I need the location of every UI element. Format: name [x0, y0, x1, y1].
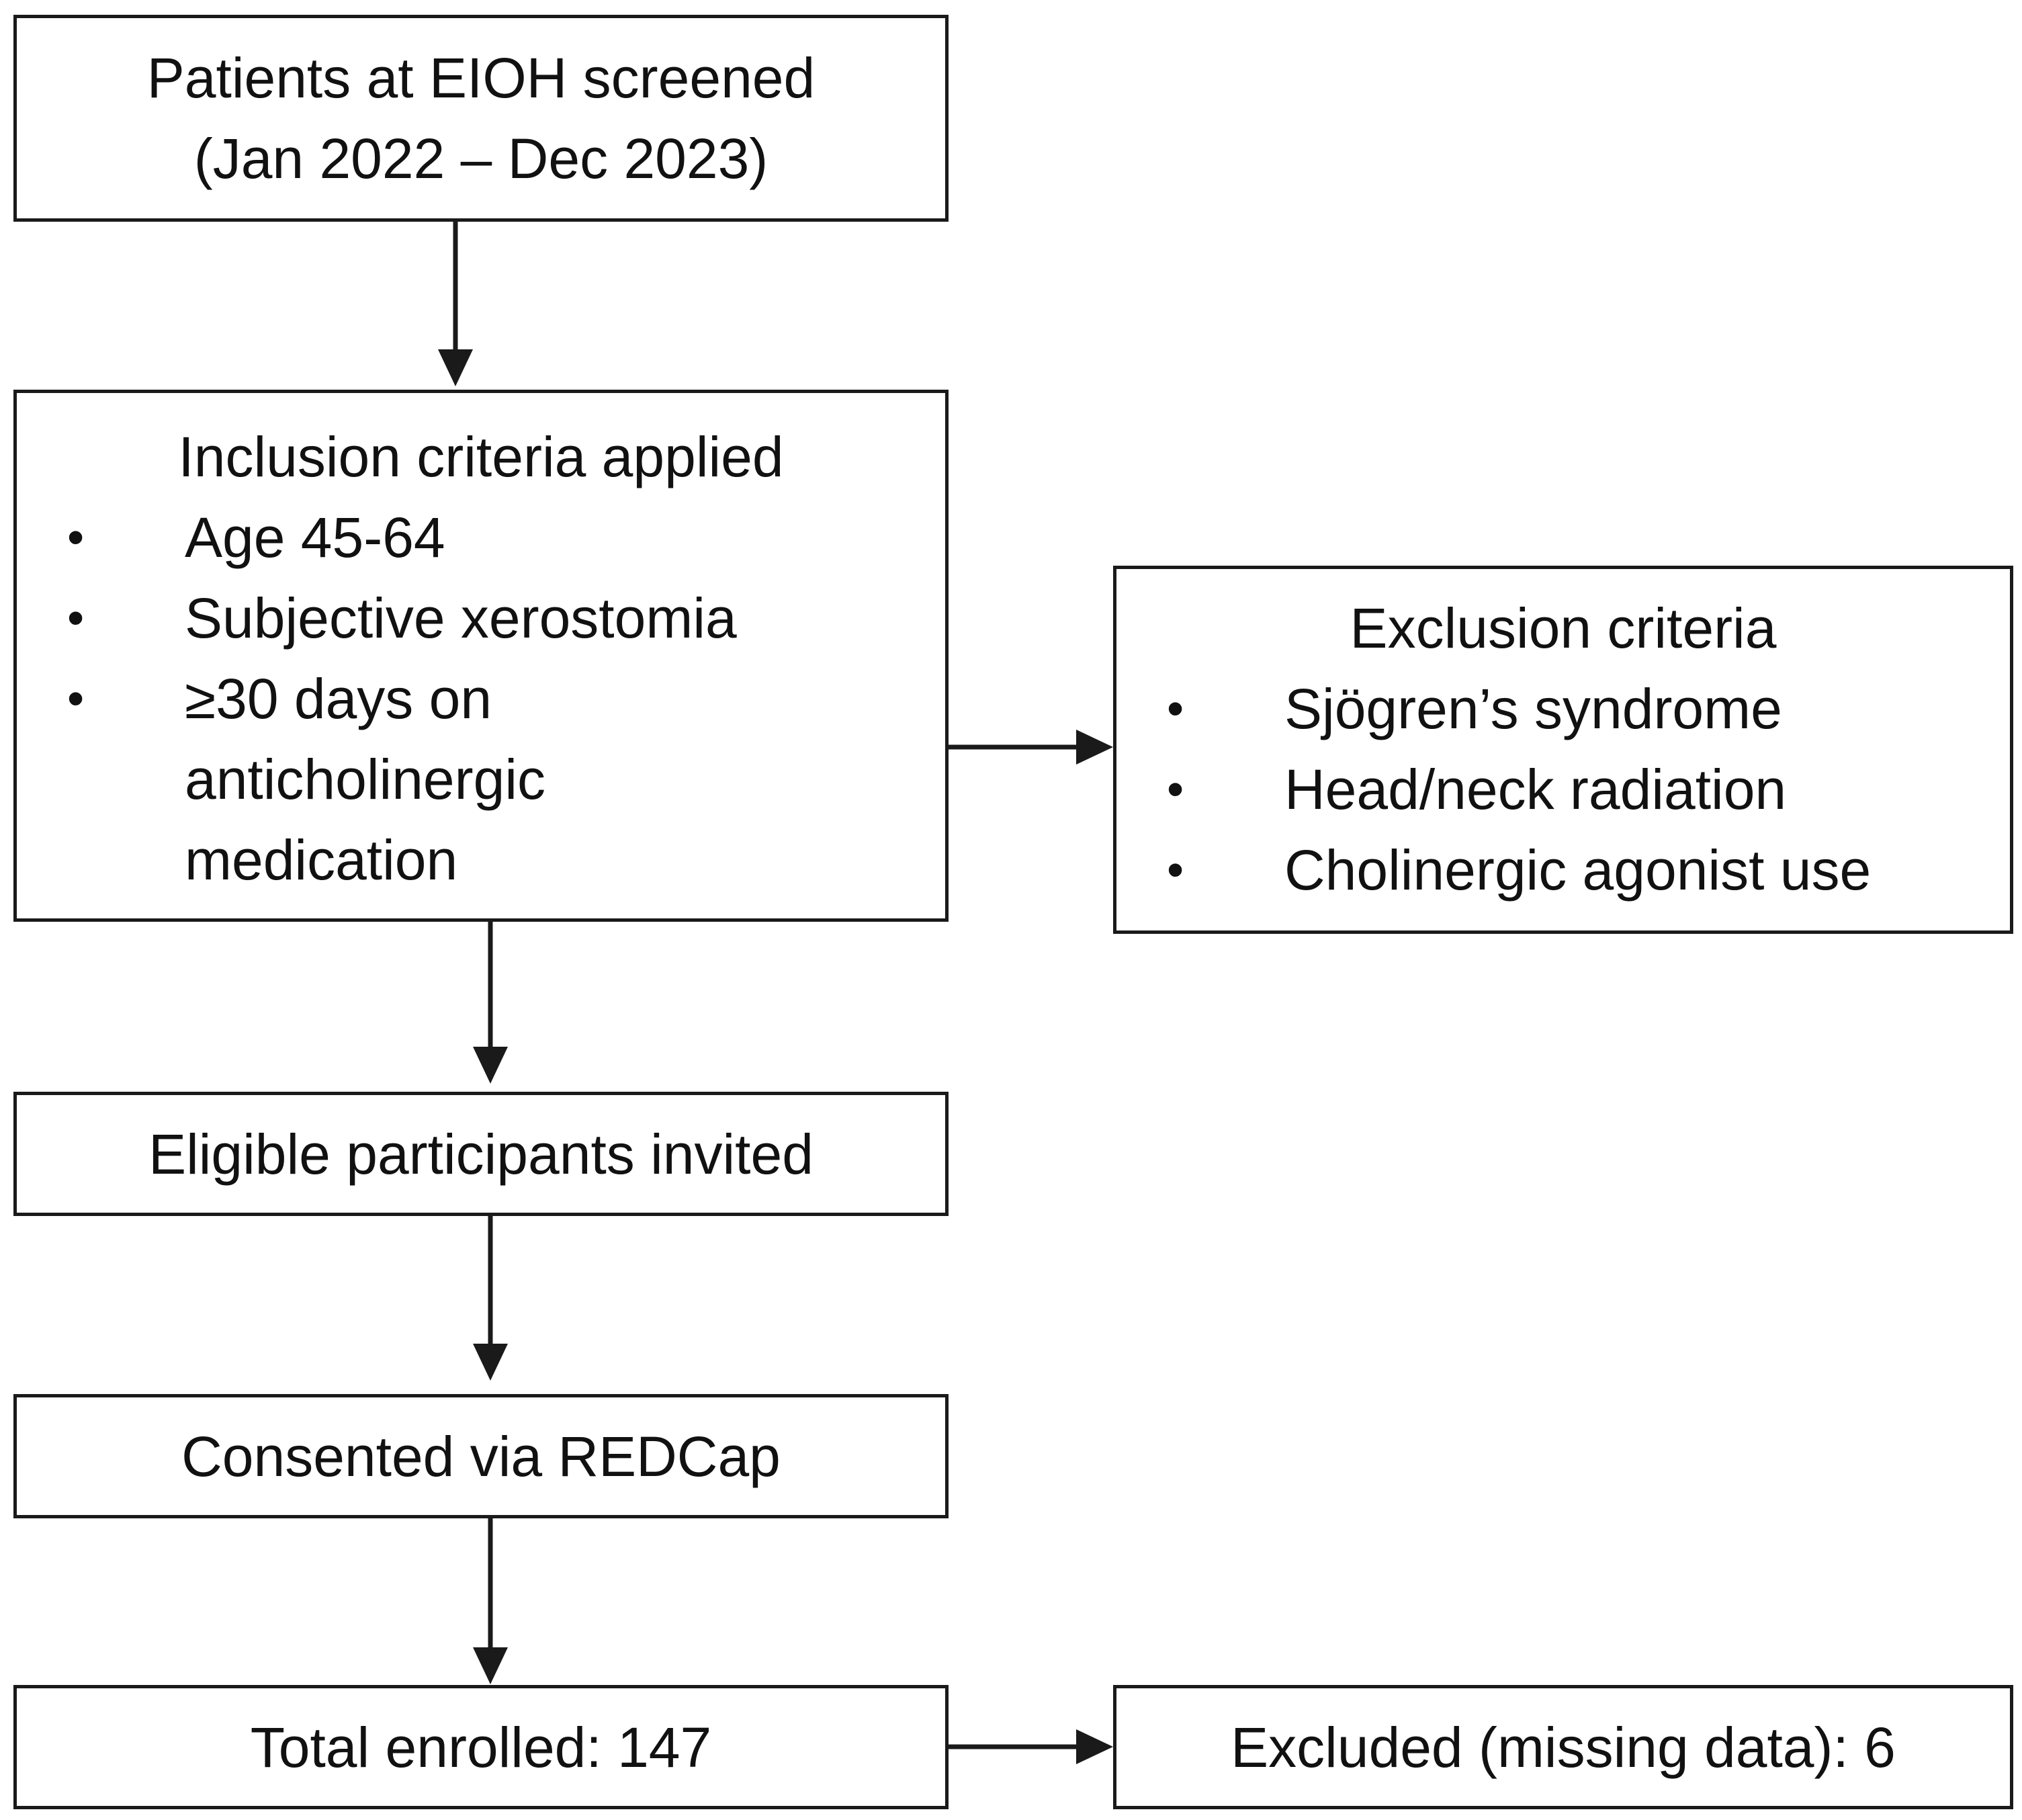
enrolled-box: Total enrolled: 147 [13, 1685, 949, 1809]
arrow-screened-to-inclusion [438, 222, 473, 386]
arrow-consented-to-enrolled [473, 1518, 508, 1684]
excluded-box: Excluded (missing data): 6 [1113, 1685, 2013, 1809]
screened-line2: (Jan 2022 – Dec 2023) [193, 127, 768, 190]
excluded-label: Excluded (missing data): 6 [1231, 1715, 1896, 1779]
inclusion-item-text: Age 45-64 [185, 506, 445, 569]
exclusion-item: • Head/neck radiation [1167, 749, 2010, 830]
exclusion-item-text: Sjögren’s syndrome [1284, 677, 1782, 740]
bullet-icon: • [1167, 843, 1184, 897]
bullet-icon: • [1167, 682, 1184, 736]
inclusion-item: • Subjective xerostomia [67, 578, 945, 658]
exclusion-item: • Cholinergic agonist use [1167, 830, 2010, 910]
screened-line1: Patients at EIOH screened [146, 46, 816, 110]
inclusion-item: • ≥30 days on [67, 658, 945, 739]
exclusion-list: • Sjögren’s syndrome • Head/neck radiati… [1116, 668, 2010, 910]
inclusion-item-text: medication [185, 828, 458, 892]
inclusion-list: • Age 45-64 • Subjective xerostomia • ≥3… [17, 497, 945, 900]
arrow-enrolled-to-excluded [949, 1729, 1113, 1764]
bullet-icon: • [67, 511, 85, 564]
inclusion-item-text: Subjective xerostomia [185, 587, 737, 650]
inclusion-item-continuation: medication [185, 820, 945, 900]
exclusion-title: Exclusion criteria [1350, 597, 1777, 660]
inclusion-item-text: anticholinergic [185, 748, 545, 811]
bullet-icon: • [1167, 763, 1184, 816]
exclusion-item-text: Cholinergic agonist use [1284, 838, 1872, 902]
consented-label: Consented via REDCap [181, 1424, 781, 1488]
invited-box: Eligible participants invited [13, 1092, 949, 1216]
inclusion-box: Inclusion criteria applied • Age 45-64 •… [13, 390, 949, 922]
inclusion-item: • Age 45-64 [67, 497, 945, 578]
consented-box: Consented via REDCap [13, 1394, 949, 1518]
exclusion-box: Exclusion criteria • Sjögren’s syndrome … [1113, 566, 2013, 934]
inclusion-item-continuation: anticholinergic [185, 739, 945, 820]
inclusion-title: Inclusion criteria applied [178, 425, 784, 488]
bullet-icon: • [67, 672, 85, 726]
bullet-icon: • [67, 591, 85, 645]
enrolled-label: Total enrolled: 147 [250, 1715, 712, 1779]
arrow-inclusion-to-exclusion [949, 730, 1113, 765]
inclusion-item-text: ≥30 days on [185, 667, 492, 730]
exclusion-item-text: Head/neck radiation [1284, 758, 1787, 821]
arrow-inclusion-to-invited [473, 922, 508, 1084]
exclusion-item: • Sjögren’s syndrome [1167, 668, 2010, 749]
invited-label: Eligible participants invited [148, 1122, 814, 1186]
arrow-invited-to-consented [473, 1216, 508, 1381]
screened-box: Patients at EIOH screened (Jan 2022 – De… [13, 15, 949, 222]
